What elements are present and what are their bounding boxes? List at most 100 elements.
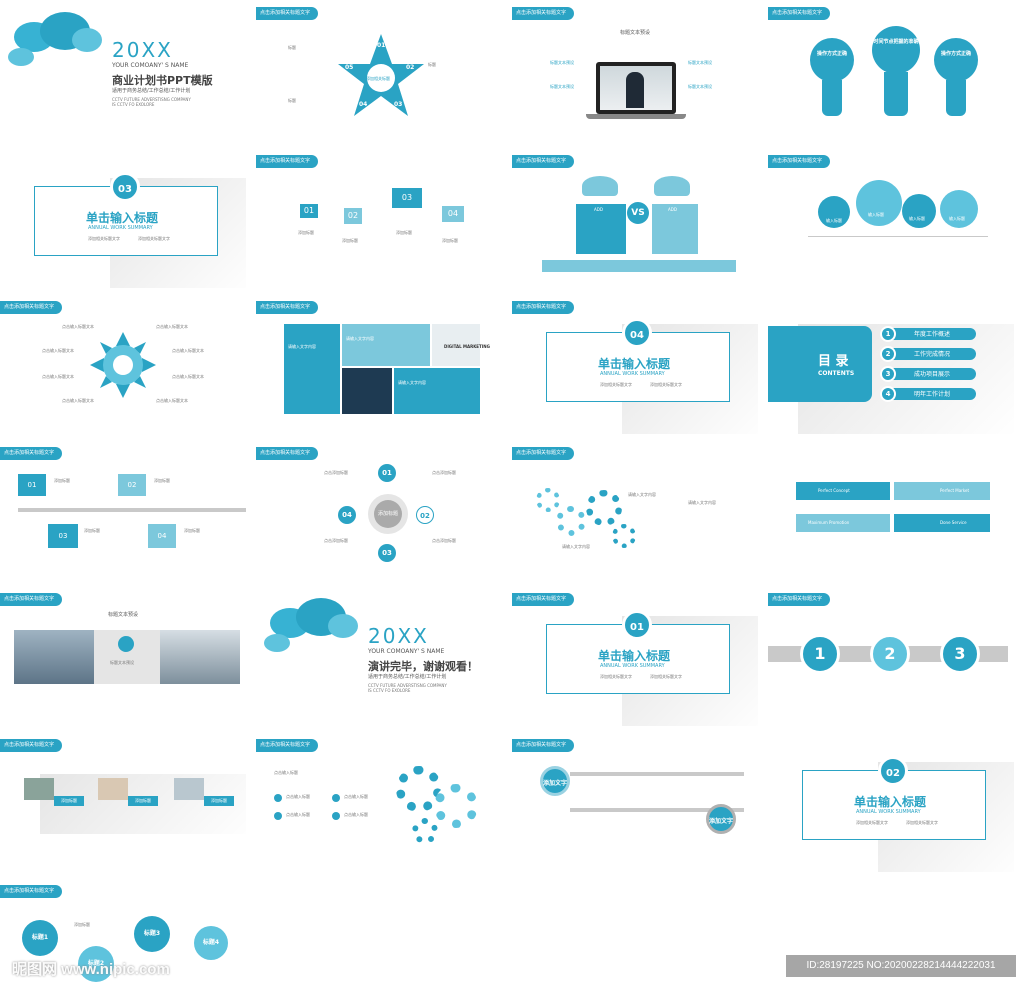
slide-section-04[interactable]: 点击添加相关标题文字 04 单击输入标题 ANNUAL WORK SUMMARY… <box>512 294 758 434</box>
contents-item-bar[interactable] <box>882 348 976 360</box>
timeline-num: 01 <box>18 474 46 496</box>
laptop-title: 标题文本预设 <box>620 30 651 36</box>
contents-num: 2 <box>880 346 896 362</box>
slide-closing[interactable]: 20XX YOUR COMOANY' S NAME 演讲完毕，谢谢观看！ 适用于… <box>256 586 502 726</box>
slide-section-03[interactable]: 03 单击输入标题 ANNUAL WORK SUMMARY 添加相关标题文字 添… <box>0 148 246 288</box>
drop-label: 点击添加标题 <box>324 470 348 475</box>
slide-star[interactable]: 点击添加相关标题文字 添加相关标题 01 02 03 04 05 标题 标题 标… <box>256 0 502 140</box>
section-number: 02 <box>878 756 908 786</box>
slide-bubbles[interactable]: 点击添加相关标题文字 标题1 标题2 标题3 标题4 添加标题 <box>0 878 246 986</box>
bulb-3: 操作方式正确 <box>934 38 978 82</box>
slide-addtext[interactable]: 点击添加相关标题文字 添加文字 添加文字 <box>512 732 758 872</box>
slide-gearlist[interactable]: 点击添加相关标题文字 点击输入标题 点击输入标题 点击输入标题 点击输入标题 点… <box>256 732 502 872</box>
wheel-label: 点击输入标题文本 <box>42 348 74 353</box>
gearlist-title: 点击输入标题 <box>274 770 298 775</box>
contents-item-bar[interactable] <box>882 328 976 340</box>
slide-tag: 点击添加相关标题文字 <box>512 7 575 20</box>
step-label: 添加标题 <box>396 230 412 235</box>
wheel-label: 点击输入标题文本 <box>172 374 204 379</box>
slide-wheel[interactable]: 点击添加相关标题文字 点击输入标题文本 点击输入标题文本 点击输入标题文本 点击… <box>0 294 246 434</box>
vs-right-label: ADD <box>668 207 677 212</box>
arrow-num: 1 <box>800 634 840 674</box>
slide-gears[interactable]: 点击添加相关标题文字 请输入文字内容 请输入文字内容 请输入文字内容 <box>512 440 758 580</box>
laptop-label: 标题文本预设 <box>550 84 574 89</box>
photo-skyscraper <box>160 630 240 684</box>
slide-section-02[interactable]: 02 单击输入标题 ANNUAL WORK SUMMARY 添加相关标题文字 添… <box>768 732 1014 872</box>
slide-tag: 点击添加相关标题文字 <box>768 593 831 606</box>
timeline-label: 添加标题 <box>84 528 100 533</box>
contents-num: 3 <box>880 366 896 382</box>
puzzle-piece <box>796 482 890 500</box>
puzzle-piece <box>796 514 890 532</box>
section-title: 单击输入标题 <box>86 211 159 225</box>
contents-num: 4 <box>880 386 896 402</box>
slide-marketing[interactable]: 点击添加相关标题文字 DIGITAL MARKETING 请输入文字内容 请输入… <box>256 294 502 434</box>
pic-label: 添加标题 <box>204 796 234 806</box>
puzzle-label: Perfect Market <box>940 488 970 493</box>
slide-pics[interactable]: 点击添加相关标题文字 添加标题 添加标题 添加标题 <box>0 732 246 872</box>
closing-title: 演讲完毕，谢谢观看！ <box>368 660 478 673</box>
section-title: 单击输入标题 <box>854 795 927 809</box>
slide-arrows[interactable]: 点击添加相关标题文字 1 2 3 <box>768 586 1014 726</box>
section-item: 添加相关标题文字 <box>138 236 170 241</box>
addtext-badge: 添加文字 <box>706 804 736 834</box>
drop-num: 01 <box>378 464 396 482</box>
wheel-label: 点击输入标题文本 <box>172 348 204 353</box>
slide-vs[interactable]: 点击添加相关标题文字 ADD ADD VS <box>512 148 758 288</box>
slide-drop[interactable]: 点击添加相关标题文字 添加标题 01 02 03 04 点击添加标题 点击添加标… <box>256 440 502 580</box>
slide-circles[interactable]: 点击添加相关标题文字 输入标题 输入标题 输入标题 输入标题 <box>768 148 1014 288</box>
bulb-1: 操作方式正确 <box>810 38 854 82</box>
section-item: 添加相关标题文字 <box>600 674 632 679</box>
photos-center-label: 标题文本预设 <box>110 660 134 665</box>
slide-tag: 点击添加相关标题文字 <box>0 593 63 606</box>
vs-right-box <box>652 204 698 254</box>
gear-icon <box>434 784 478 828</box>
slide-timeline[interactable]: 点击添加相关标题文字 01 02 03 04 添加标题 添加标题 添加标题 添加… <box>0 440 246 580</box>
slide-laptop[interactable]: 点击添加相关标题文字 标题文本预设 标题文本预设 标题文本预设 标题文本预设 标… <box>512 0 758 140</box>
slide-steps[interactable]: 点击添加相关标题文字 01 02 03 04 添加标题 添加标题 添加标题 添加… <box>256 148 502 288</box>
slide-tag: 点击添加相关标题文字 <box>256 301 319 314</box>
contents-item-bar[interactable] <box>882 388 976 400</box>
bubble: 标题3 <box>134 916 170 952</box>
puzzle-label: Done Service <box>940 520 967 525</box>
bubble-label: 添加标题 <box>74 922 90 927</box>
drop-label: 点击添加标题 <box>432 470 456 475</box>
cover-year: 20XX <box>112 38 173 62</box>
section-number: 01 <box>622 610 652 640</box>
vs-left-box <box>576 204 626 254</box>
cloud-icon <box>264 634 290 652</box>
step-3: 03 <box>392 188 422 208</box>
people-icon <box>654 176 690 196</box>
puzzle-label: Maximum Promotion <box>808 520 850 525</box>
photo-center-icon <box>118 636 134 652</box>
watermark-left: 昵图网 www.nipic.com <box>12 961 170 978</box>
contents-item: 明年工作计划 <box>914 391 951 398</box>
circle-2 <box>856 180 902 226</box>
step-label: 添加标题 <box>342 238 358 243</box>
slide-bulbs[interactable]: 点击添加相关标题文字 操作方式正确 时间节点把握的准确 操作方式正确 <box>768 0 1014 140</box>
gears-label: 请输入文字内容 <box>688 500 716 505</box>
cloud-icon <box>72 28 102 52</box>
section-item: 添加相关标题文字 <box>88 236 120 241</box>
step-label: 添加标题 <box>298 230 314 235</box>
slide-photos[interactable]: 点击添加相关标题文字 标题文本预设 标题文本预设 <box>0 586 246 726</box>
slide-cover[interactable]: 20XX YOUR COMOANY' S NAME 商业计划书PPT模版 适用于… <box>0 0 246 140</box>
slide-puzzle[interactable]: Perfect Concept Perfect Market Maximum P… <box>768 440 1014 580</box>
section-number: 03 <box>110 172 140 202</box>
panel-left <box>284 324 340 414</box>
contents-panel <box>768 326 872 402</box>
star-label: 标题 <box>288 45 296 50</box>
divider <box>570 808 744 812</box>
slide-section-01[interactable]: 点击添加相关标题文字 01 单击输入标题 ANNUAL WORK SUMMARY… <box>512 586 758 726</box>
section-en: ANNUAL WORK SUMMARY <box>88 225 153 231</box>
marketing-label: 请输入文字内容 <box>288 344 316 349</box>
star-num-2: 02 <box>406 64 415 71</box>
watermark-right: ID:28197225 NO:20200228214444222031 <box>786 955 1016 977</box>
list-icon <box>332 794 340 802</box>
gear-icon <box>536 488 560 512</box>
photos-title: 标题文本预设 <box>108 612 139 618</box>
contents-item-bar[interactable] <box>882 368 976 380</box>
slide-contents[interactable]: 目 录 CONTENTS 1 2 3 4 年度工作概述 工作完成情况 成功项目展… <box>768 294 1014 434</box>
arrow-num: 3 <box>940 634 980 674</box>
section-title: 单击输入标题 <box>598 649 671 663</box>
